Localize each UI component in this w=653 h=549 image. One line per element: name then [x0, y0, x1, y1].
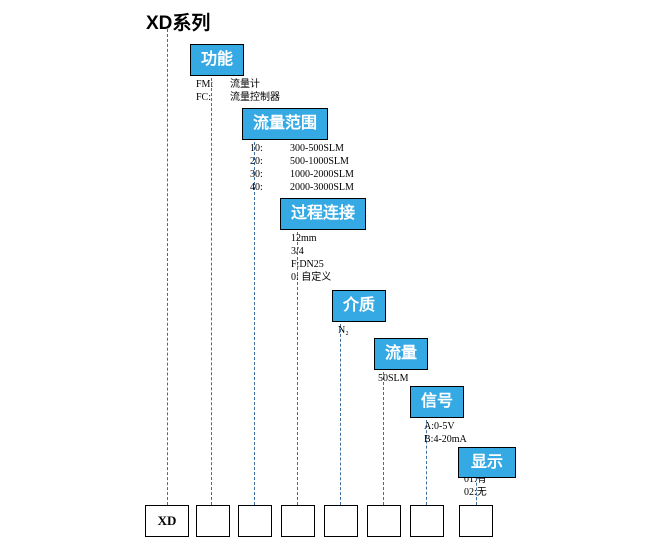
option-description: B:4-20mA: [424, 434, 467, 445]
option-row: A:0-5V: [424, 420, 467, 433]
category-label: 过程连接: [290, 205, 355, 222]
category-box-function[interactable]: 功能: [190, 44, 244, 76]
code-flow[interactable]: [367, 505, 401, 537]
option-description: F:DN25: [291, 259, 324, 270]
category-label: 信号: [420, 393, 453, 410]
option-row: 50SLM: [378, 372, 409, 385]
option-description: 3/4: [291, 246, 304, 257]
code-box-value: XD: [157, 513, 177, 528]
category-box-process-connection[interactable]: 过程连接: [280, 198, 366, 230]
option-row: 3/4: [291, 245, 331, 258]
option-description: 2000-3000SLM: [290, 182, 354, 193]
page-title: XD系列: [146, 13, 211, 34]
option-list-medium: N₂: [338, 324, 349, 337]
category-label: 显示: [470, 453, 503, 471]
option-row: 02:无: [464, 486, 487, 499]
option-row: 30: 1000-2000SLM: [250, 168, 354, 181]
category-box-flow-range[interactable]: 流量范围: [242, 108, 328, 140]
option-list-function: FM: 流量计 FC: 流量控制器: [196, 78, 280, 104]
option-description: 50SLM: [378, 373, 409, 384]
code-medium[interactable]: [324, 505, 358, 537]
category-label: 介质: [342, 297, 375, 314]
connector-line: [167, 29, 168, 505]
option-description: N₂: [338, 325, 349, 336]
option-description: 300-500SLM: [290, 143, 344, 154]
option-code: 10:: [250, 143, 263, 154]
code-display[interactable]: [459, 505, 493, 537]
option-description: 0: 自定义: [291, 272, 332, 283]
connector-line: [340, 324, 341, 505]
option-row: 12mm: [291, 232, 331, 245]
category-label: 流量范围: [252, 115, 317, 132]
option-row: 10: 300-500SLM: [250, 142, 354, 155]
option-code: FM:: [196, 79, 214, 90]
connector-line: [254, 142, 255, 505]
code-prefix[interactable]: XD: [145, 505, 189, 537]
option-description: 500-1000SLM: [290, 156, 349, 167]
category-box-flow[interactable]: 流量: [374, 338, 428, 370]
category-box-signal[interactable]: 信号: [410, 386, 464, 418]
option-row: 01:有: [464, 473, 487, 486]
option-description: 01:有: [464, 474, 487, 485]
category-box-medium[interactable]: 介质: [332, 290, 386, 322]
option-code: FC:: [196, 92, 212, 103]
option-code: 20:: [250, 156, 263, 167]
option-description: 12mm: [291, 233, 317, 244]
option-row: 40: 2000-3000SLM: [250, 181, 354, 194]
connector-line: [426, 420, 427, 505]
option-description: 流量计: [230, 79, 260, 90]
option-list-signal: A:0-5V B:4-20mA: [424, 420, 467, 446]
category-label: 流量: [384, 345, 417, 362]
code-flow-range[interactable]: [238, 505, 272, 537]
option-row: FC: 流量控制器: [196, 91, 280, 104]
option-code: 40:: [250, 182, 263, 193]
connector-line: [211, 78, 212, 505]
option-description: 流量控制器: [230, 92, 280, 103]
option-list-flow: 50SLM: [378, 372, 409, 385]
option-description: 1000-2000SLM: [290, 169, 354, 180]
category-label: 功能: [200, 51, 233, 68]
option-row: B:4-20mA: [424, 433, 467, 446]
option-row: N₂: [338, 324, 349, 337]
option-row: 20: 500-1000SLM: [250, 155, 354, 168]
code-process-connection[interactable]: [281, 505, 315, 537]
code-signal[interactable]: [410, 505, 444, 537]
connector-line: [297, 232, 298, 505]
option-description: A:0-5V: [424, 421, 455, 432]
category-box-display[interactable]: 显示: [458, 447, 516, 478]
option-code: 30:: [250, 169, 263, 180]
option-list-flow-range: 10: 300-500SLM 20: 500-1000SLM 30: 1000-2000S…: [250, 142, 354, 194]
option-row: FM: 流量计: [196, 78, 280, 91]
option-row: 0: 自定义: [291, 271, 331, 284]
connector-line: [383, 372, 384, 505]
connector-line: [476, 473, 477, 505]
code-function[interactable]: [196, 505, 230, 537]
option-list-display: 01:有 02:无: [464, 473, 487, 499]
option-row: F:DN25: [291, 258, 331, 271]
option-description: 02:无: [464, 487, 487, 498]
